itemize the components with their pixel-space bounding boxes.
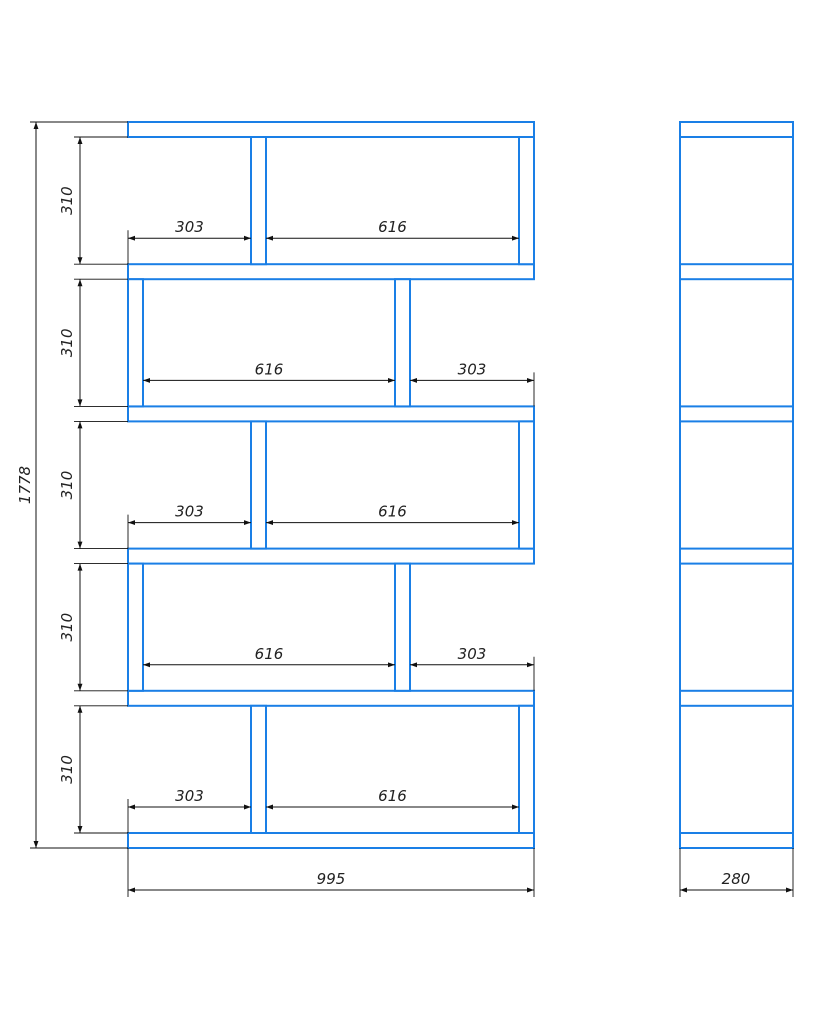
- compartment-width-label: 303: [175, 787, 204, 805]
- shelf-height-label: 310: [58, 613, 76, 642]
- compartment-width-label: 303: [175, 503, 204, 521]
- side-outline: [679, 121, 794, 849]
- compartment-width-label: 303: [175, 218, 204, 236]
- shelf-board: [127, 689, 535, 707]
- shelf-board: [127, 263, 535, 281]
- side-view-panels: [679, 121, 794, 849]
- compartment-width-label: 616: [378, 218, 407, 236]
- shelf-height-label: 310: [58, 755, 76, 784]
- end-panel-right: [518, 704, 535, 834]
- side-shelf-edge: [679, 263, 794, 281]
- divider-panel: [394, 278, 411, 408]
- dimension-annotations: 310 303 616 310 616 303 310 303 616 310 616 303 310 3…: [30, 121, 794, 897]
- end-panel-left: [127, 278, 144, 408]
- divider-panel: [250, 704, 267, 834]
- side-shelf-edge: [679, 689, 794, 707]
- end-panel-left: [127, 562, 144, 692]
- compartment-width-label: 616: [255, 645, 284, 663]
- divider-panel: [394, 562, 411, 692]
- shelf-board: [127, 405, 535, 423]
- shelf-board: [127, 547, 535, 565]
- shelf-height-label: 310: [58, 186, 76, 215]
- end-panel-right: [518, 136, 535, 266]
- shelf-height-label: 310: [58, 471, 76, 500]
- compartment-width-label: 616: [378, 787, 407, 805]
- shelf-board: [127, 832, 535, 849]
- shelf-height-label: 310: [58, 328, 76, 357]
- side-shelf-edge: [679, 405, 794, 423]
- front-view-panels: [127, 121, 535, 849]
- side-shelf-edge: [679, 832, 794, 849]
- overall-width-label: 995: [317, 870, 346, 888]
- compartment-width-label: 616: [255, 360, 284, 378]
- compartment-width-label: 303: [458, 645, 487, 663]
- divider-panel: [250, 420, 267, 550]
- divider-panel: [250, 136, 267, 266]
- compartment-width-label: 616: [378, 503, 407, 521]
- depth-label: 280: [722, 870, 751, 888]
- side-shelf-edge: [679, 121, 794, 138]
- end-panel-right: [518, 420, 535, 550]
- shelf-board: [127, 121, 535, 138]
- overall-height-label: 1778: [16, 466, 34, 504]
- compartment-width-label: 303: [458, 360, 487, 378]
- side-shelf-edge: [679, 547, 794, 565]
